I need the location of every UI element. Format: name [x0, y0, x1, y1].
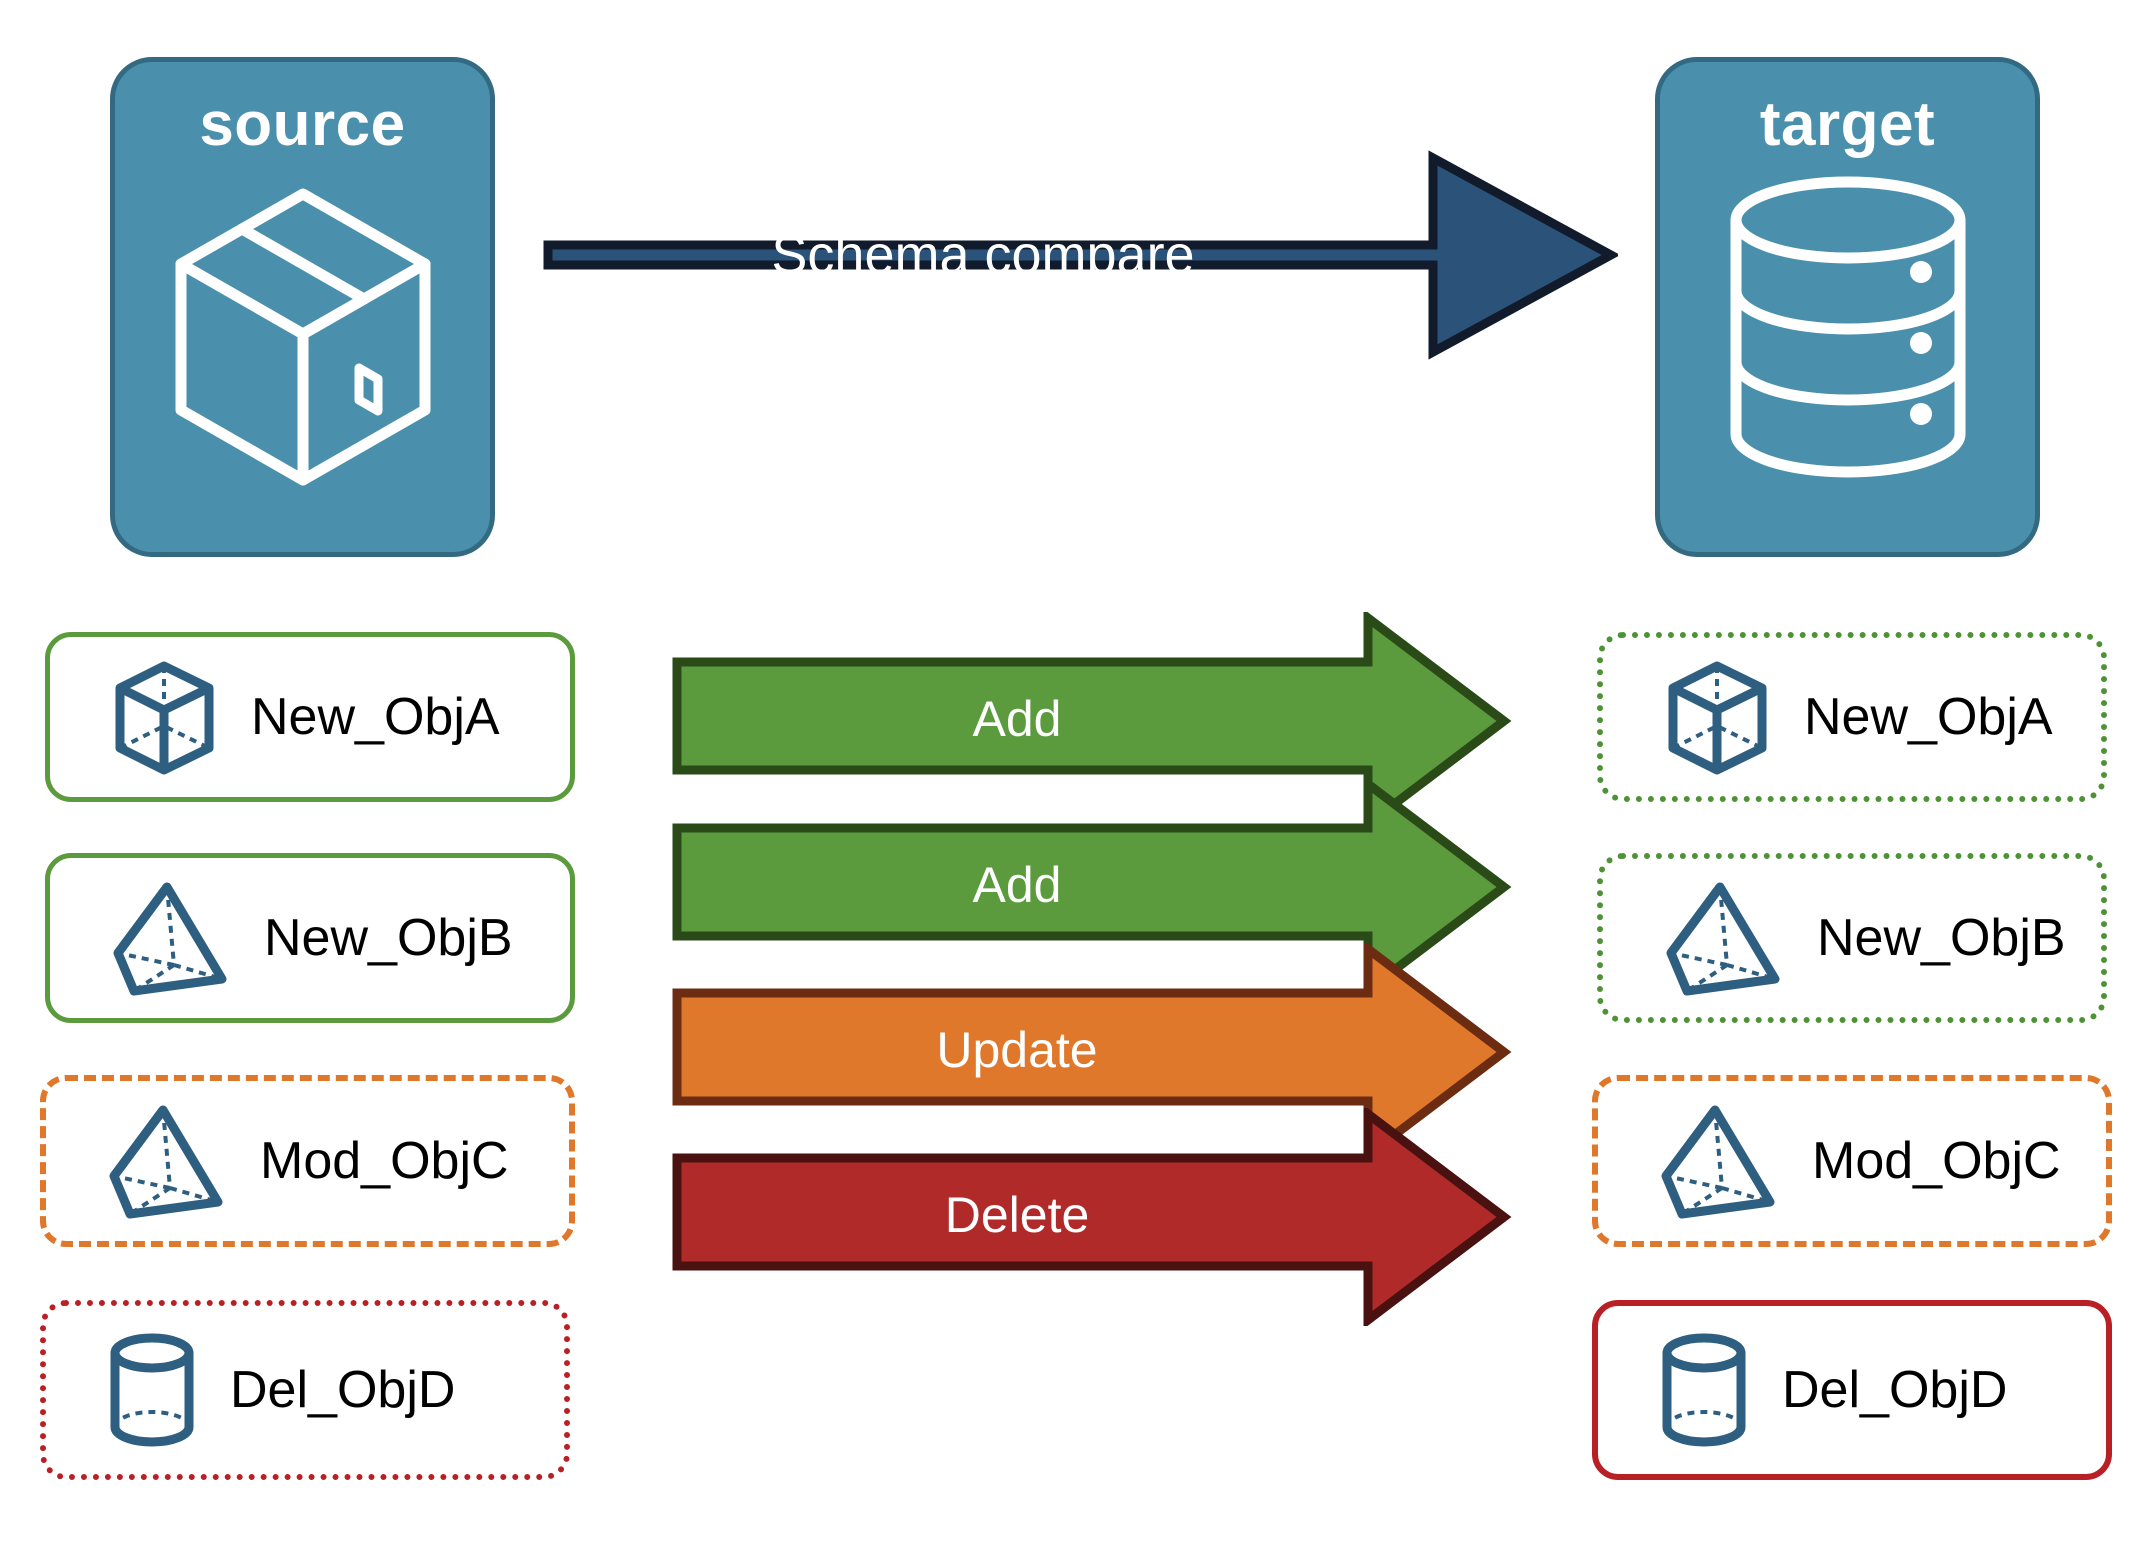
wireframe-cube-icon	[112, 660, 217, 775]
arrow-action-2[interactable]: Add	[672, 778, 1512, 996]
target-object-label-4: Del_ObjD	[1782, 1361, 2008, 1419]
arrow-action-label-2: Add	[972, 857, 1062, 913]
endpoint-target[interactable]: target	[1655, 57, 2040, 557]
target-object-card-4[interactable]: Del_ObjD	[1592, 1300, 2112, 1480]
package-box-icon	[163, 172, 443, 507]
target-object-card-1[interactable]: New_ObjA	[1597, 632, 2107, 802]
wireframe-cylinder-icon	[1660, 1331, 1748, 1449]
endpoint-source-label: source	[199, 90, 406, 159]
target-object-card-3[interactable]: Mod_ObjC	[1592, 1075, 2112, 1247]
source-object-label-3: Mod_ObjC	[260, 1132, 509, 1190]
arrow-schema-compare[interactable]: Schema compare	[543, 140, 1618, 370]
wireframe-pyramid-icon	[112, 879, 230, 997]
wireframe-pyramid-icon	[1660, 1102, 1778, 1220]
wireframe-pyramid-icon	[108, 1102, 226, 1220]
arrow-action-label-4: Delete	[944, 1187, 1090, 1243]
arrow-schema-compare-label: Schema compare	[771, 225, 1195, 285]
source-object-label-2: New_ObjB	[264, 909, 513, 967]
target-object-card-2[interactable]: New_ObjB	[1597, 853, 2107, 1023]
arrow-action-label-3: Update	[936, 1022, 1098, 1078]
source-object-label-4: Del_ObjD	[230, 1361, 456, 1419]
wireframe-cylinder-icon	[108, 1331, 196, 1449]
arrow-action-1[interactable]: Add	[672, 612, 1512, 830]
database-cylinder-icon	[1718, 172, 1978, 507]
source-object-card-3[interactable]: Mod_ObjC	[40, 1075, 575, 1247]
target-object-label-3: Mod_ObjC	[1812, 1132, 2061, 1190]
target-object-label-1: New_ObjA	[1804, 688, 2053, 746]
arrow-action-4[interactable]: Delete	[672, 1108, 1512, 1326]
endpoint-target-label: target	[1759, 90, 1936, 159]
target-object-label-2: New_ObjB	[1817, 909, 2066, 967]
source-object-card-2[interactable]: New_ObjB	[45, 853, 575, 1023]
wireframe-pyramid-icon	[1665, 879, 1783, 997]
source-object-card-1[interactable]: New_ObjA	[45, 632, 575, 802]
wireframe-cube-icon	[1665, 660, 1770, 775]
arrow-action-label-1: Add	[972, 691, 1062, 747]
source-object-label-1: New_ObjA	[251, 688, 500, 746]
source-object-card-4[interactable]: Del_ObjD	[40, 1300, 570, 1480]
arrow-action-3[interactable]: Update	[672, 943, 1512, 1161]
endpoint-source[interactable]: source	[110, 57, 495, 557]
